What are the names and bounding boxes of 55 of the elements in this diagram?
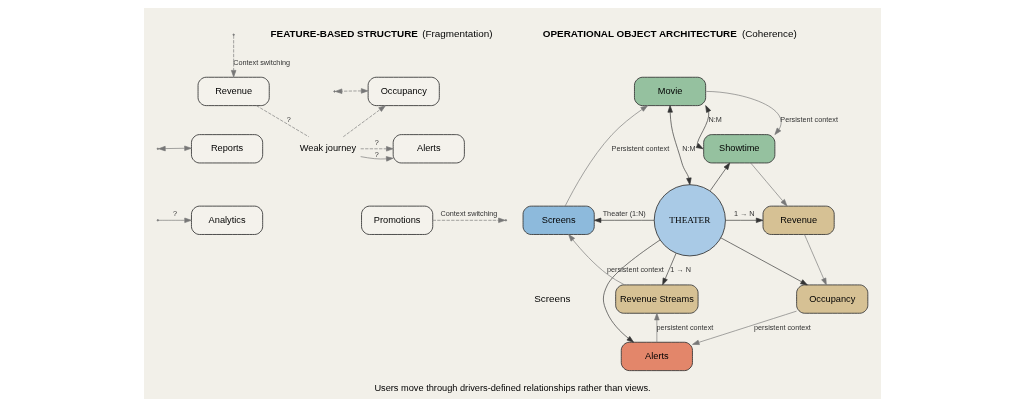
- arrow: [567, 234, 625, 286]
- arrow: [661, 253, 676, 286]
- edge-label: Persistent context: [779, 114, 838, 124]
- edge-label: Theater (1:N): [602, 209, 646, 219]
- connector: [255, 105, 309, 138]
- edge-label: ?: [286, 114, 291, 124]
- arrow: [709, 162, 730, 192]
- edge-label: persistent context: [606, 265, 664, 275]
- edge-label: persistent context: [655, 322, 713, 332]
- arrow: [593, 217, 654, 223]
- label: OPERATIONAL OBJECT ARCHITECTURE (Coherence): [542, 27, 797, 40]
- node-box: Movie: [633, 76, 706, 107]
- edge-label: Context switching: [232, 57, 290, 67]
- edge-label: 1 → N: [733, 209, 754, 219]
- edge-label: ?: [374, 137, 379, 147]
- arrow: [230, 35, 236, 78]
- edge-label: N:M: [681, 143, 695, 153]
- arrow: [724, 217, 763, 223]
- node-box: Showtime: [702, 134, 775, 164]
- edge-label: Persistent context: [611, 143, 669, 153]
- edge-label: persistent context: [753, 322, 811, 332]
- arrow: [720, 237, 808, 286]
- arrow: [157, 217, 192, 223]
- arrow: [359, 156, 393, 162]
- node-box: Analytics: [190, 205, 263, 235]
- caption: Users move through drivers-defined relationships rather than views.: [373, 383, 651, 394]
- node-box: Revenue: [197, 76, 270, 107]
- edge-label: ?: [374, 149, 379, 159]
- arrow: [749, 162, 787, 207]
- node-box: Occupancy: [795, 284, 868, 314]
- arrow: [691, 310, 797, 345]
- arrow: [667, 105, 692, 186]
- arrow: [564, 105, 648, 207]
- node-box: Promotions: [360, 205, 433, 235]
- arrow: [359, 146, 393, 152]
- label: FEATURE-BASED STRUCTURE (Fragmentation): [270, 27, 492, 40]
- node-box: Revenue Streams: [614, 284, 698, 314]
- label: Screens: [533, 292, 570, 304]
- arrow: [695, 105, 711, 150]
- node-box: Alerts: [392, 134, 465, 164]
- edge-label: Context switching: [440, 209, 497, 219]
- node-box: Revenue: [762, 205, 835, 235]
- node-circle: THEATER: [653, 184, 726, 257]
- node-text: Weak journey: [299, 143, 356, 154]
- node-box: Reports: [190, 134, 263, 164]
- edge-label: 1 → N: [669, 265, 691, 275]
- node-box: Occupancy: [367, 76, 440, 107]
- node-box: Alerts: [620, 341, 693, 372]
- edge-label: N:M: [708, 114, 722, 124]
- arrow: [705, 91, 781, 135]
- node-box: Screens: [522, 205, 595, 235]
- edge-label: ?: [172, 209, 177, 219]
- arrow: [342, 105, 386, 138]
- arrow: [803, 234, 827, 286]
- arrow: [334, 88, 368, 94]
